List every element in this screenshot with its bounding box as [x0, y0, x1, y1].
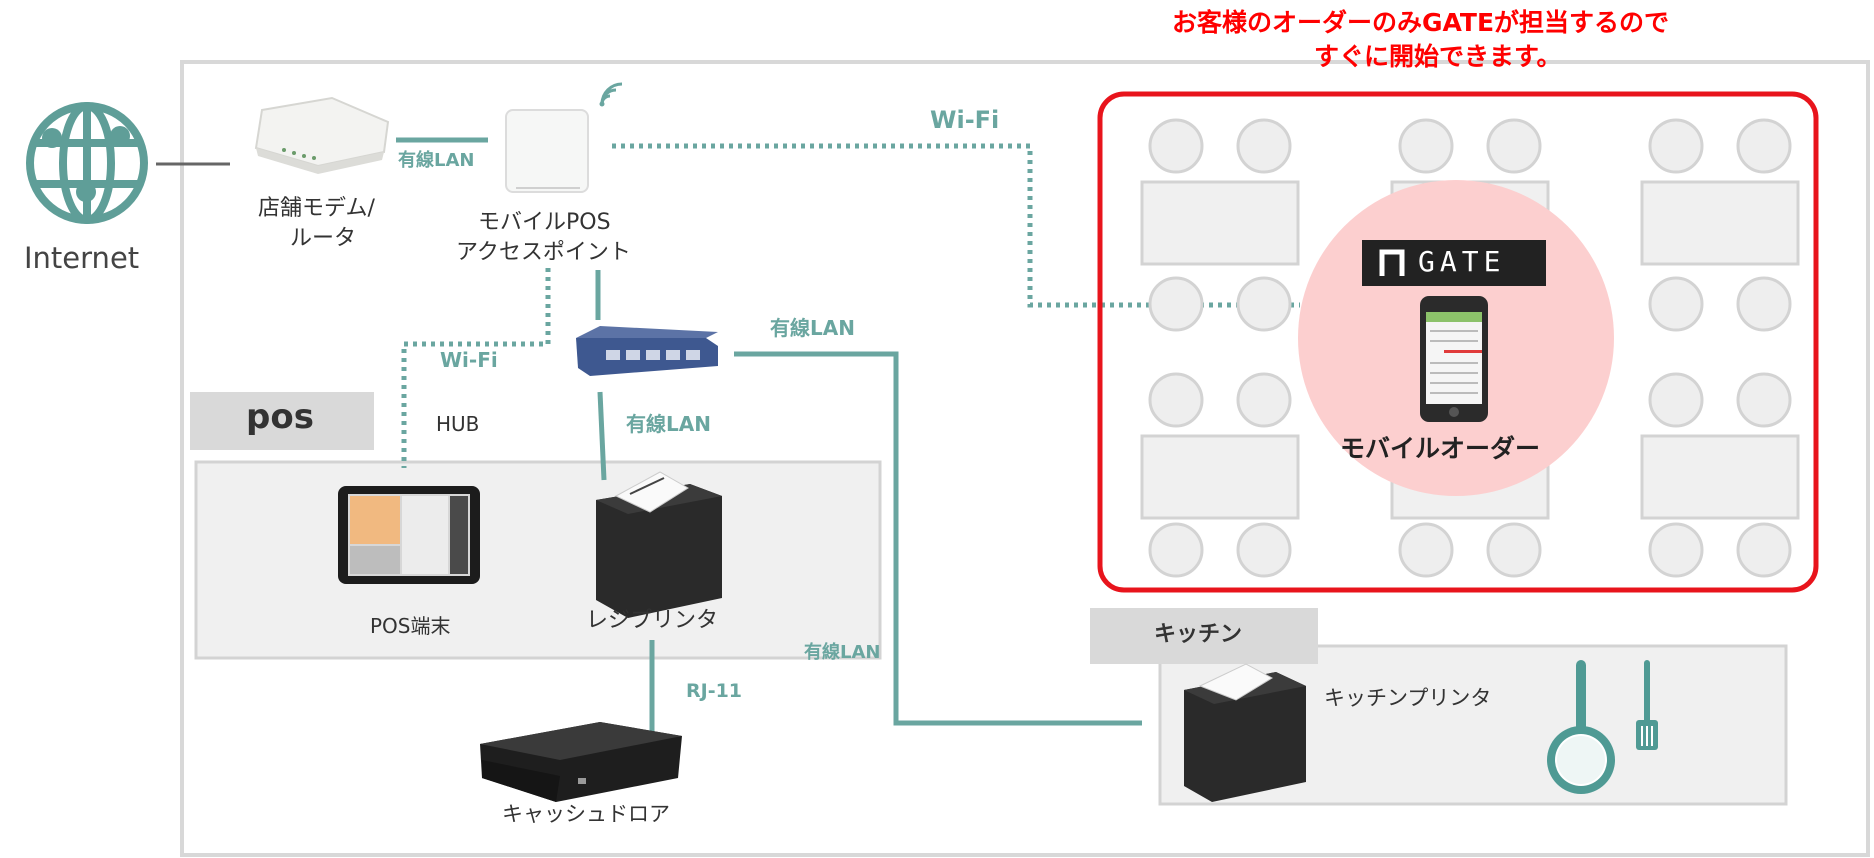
headline-line1: お客様のオーダーのみGATEが担当するので	[1172, 8, 1670, 37]
printer-icon	[596, 471, 722, 618]
dining-table	[1140, 180, 1300, 266]
cash-drawer-icon	[480, 722, 682, 802]
dining-chair	[1736, 118, 1792, 174]
kitchen-printer-label: キッチンプリンタ	[1324, 686, 1492, 710]
pos-zone-title: pos	[246, 397, 314, 437]
access-point-label-line2: アクセスポイント	[456, 240, 631, 265]
modem-label-line1: 店舗モデム/	[258, 196, 375, 221]
hub-kitchen-line	[734, 351, 1142, 726]
store-frame	[180, 60, 1870, 857]
printer-drawer-link-label: RJ-11	[686, 680, 743, 702]
dining-table	[1640, 434, 1800, 520]
dining-chair	[1648, 118, 1704, 174]
kitchen-zone-label-bg	[1090, 608, 1318, 664]
dining-chair	[1236, 118, 1292, 174]
dining-chair	[1486, 118, 1542, 174]
router-icon	[254, 96, 390, 174]
dining-chair	[1148, 372, 1204, 428]
kitchen-zone-title: キッチン	[1154, 622, 1243, 647]
hub-printer-line	[597, 391, 607, 481]
dining-chair	[1648, 276, 1704, 332]
dining-chair	[1398, 118, 1454, 174]
switch-hub-icon	[576, 326, 718, 376]
globe-nodes-icon	[42, 126, 130, 202]
dining-table	[1640, 180, 1800, 266]
dining-chair	[1648, 522, 1704, 578]
dining-chair	[1236, 372, 1292, 428]
access-point-label-line1: モバイルPOS	[478, 210, 611, 235]
dining-chair	[1486, 522, 1542, 578]
internet-label: Internet	[24, 241, 140, 275]
dining-chair	[1148, 522, 1204, 578]
kitchen-printer-icon	[1184, 663, 1306, 802]
modem-ap-link-label: 有線LAN	[398, 150, 475, 171]
dining-table	[1140, 434, 1300, 520]
dining-chair	[1148, 276, 1204, 332]
mobile-order-label: モバイルオーダー	[1340, 434, 1541, 463]
ap-pos-wifi-line	[401, 268, 551, 468]
modem-label-line2: ルータ	[290, 226, 357, 251]
hub-kitchen-link-label: 有線LAN	[770, 316, 855, 340]
globe-icon	[26, 102, 148, 224]
dining-chair	[1236, 276, 1292, 332]
hub-label: HUB	[436, 412, 480, 436]
ap-pos-link-label: Wi-Fi	[440, 348, 498, 372]
dining-chair	[1648, 372, 1704, 428]
ap-tables-link-label: Wi-Fi	[930, 106, 1000, 134]
dining-chair	[1398, 522, 1454, 578]
kitchen-line-link-label: 有線LAN	[804, 642, 881, 663]
cash-drawer-label: キャッシュドロア	[502, 802, 670, 826]
dining-chair	[1148, 118, 1204, 174]
gate-logo-mark-icon	[1379, 249, 1405, 276]
pos-terminal-label: POS端末	[370, 614, 451, 638]
gate-brand-text: GATE	[1418, 245, 1506, 278]
gate-logo-bg	[1362, 240, 1546, 286]
dining-area-highlight	[1097, 91, 1819, 593]
access-point-icon	[505, 82, 623, 193]
dining-chair	[1736, 276, 1792, 332]
frying-pan-icon	[1547, 660, 1615, 794]
dining-chair	[1736, 372, 1792, 428]
dining-chair	[1236, 522, 1292, 578]
tablet-icon	[338, 486, 480, 584]
spatula-icon	[1636, 660, 1658, 750]
receipt-printer-label: レジプリンタ	[586, 608, 719, 633]
pos-zone-label-bg	[190, 392, 374, 450]
smartphone-icon	[1420, 296, 1488, 422]
pos-zone	[194, 460, 882, 660]
hub-printer-link-label: 有線LAN	[626, 412, 711, 436]
dining-chair	[1736, 522, 1792, 578]
headline-line2: すぐに開始できます。	[1314, 42, 1562, 71]
